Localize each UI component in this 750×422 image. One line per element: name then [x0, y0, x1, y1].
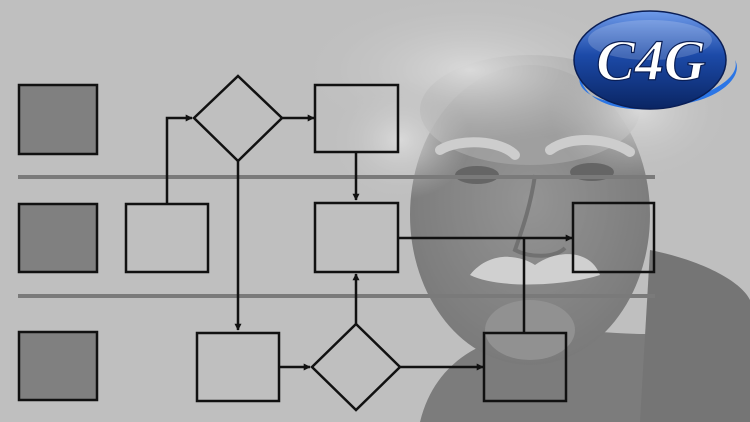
lane-separators [18, 175, 655, 298]
lane-header-boxes [17, 83, 99, 402]
bottom-right-process-box [482, 331, 568, 403]
flow-connectors [165, 114, 573, 371]
bottom-decision-diamond [310, 322, 402, 412]
connector-start-to-top-decision [165, 114, 193, 204]
lane2-filled-box [17, 202, 99, 274]
c4g-logo: C4G [573, 10, 737, 110]
c4g-logo-text: C4G [596, 28, 706, 93]
lane3-filled-box [17, 330, 99, 402]
start-process-box [124, 202, 210, 274]
top-process-box [313, 83, 400, 154]
bottom-process-box [195, 331, 281, 403]
process-shapes [124, 74, 656, 412]
center-process-box [313, 201, 400, 274]
top-decision-diamond [192, 74, 284, 163]
end-process-box [571, 201, 656, 274]
lane1-filled-box [17, 83, 99, 156]
